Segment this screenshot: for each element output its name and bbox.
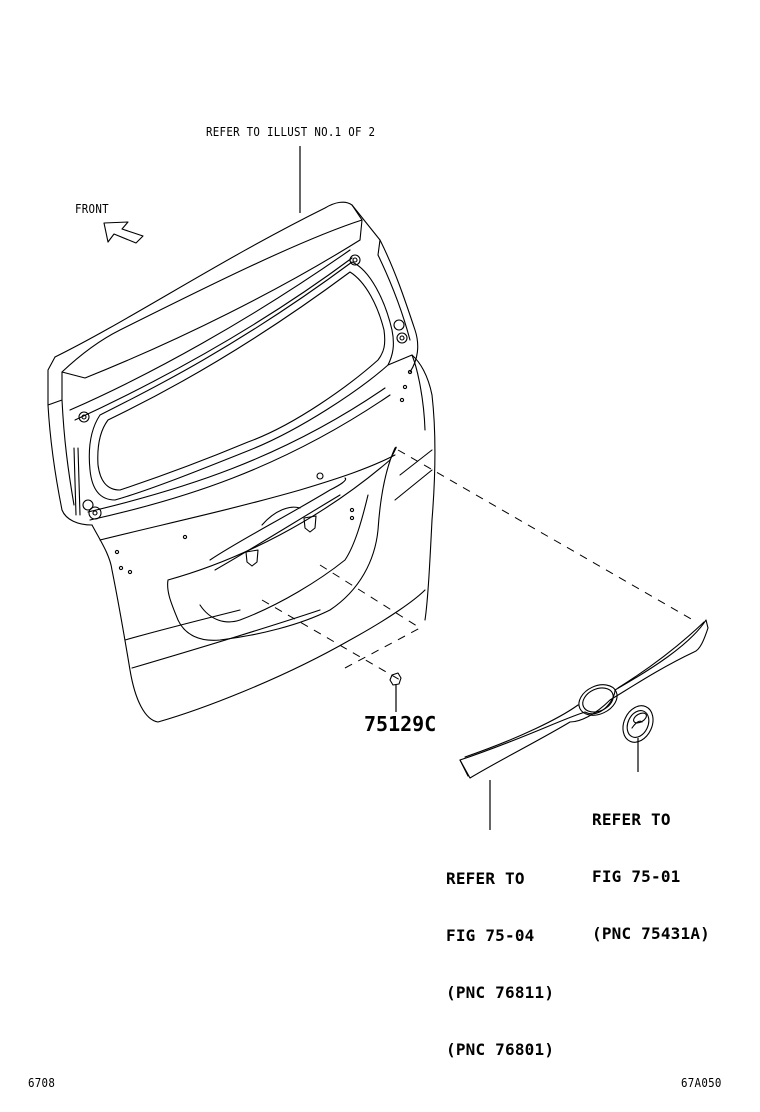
back-door-panel xyxy=(47,201,436,723)
garnish-reference[interactable]: REFER TO FIG 75-04 (PNC 76811) (PNC 7680… xyxy=(446,831,554,1078)
footer-right-code: 67A050 xyxy=(681,1076,722,1090)
emblem-reference[interactable]: REFER TO FIG 75-01 (PNC 75431A) xyxy=(592,772,710,962)
front-label: FRONT xyxy=(75,202,109,216)
garnish-ref-line3: (PNC 76811) xyxy=(446,983,555,1002)
emblem-ref-line2: FIG 75-01 xyxy=(592,867,681,886)
refer-illust-label: REFER TO ILLUST NO.1 OF 2 xyxy=(206,125,376,139)
alignment-dashes xyxy=(261,449,694,681)
toyota-emblem-icon xyxy=(622,705,654,772)
clip-75129c xyxy=(389,672,402,712)
garnish-ref-line4: (PNC 76801) xyxy=(446,1040,555,1059)
footer-left-code: 6708 xyxy=(28,1076,56,1090)
emblem-ref-line3: (PNC 75431A) xyxy=(592,924,710,943)
back-door-garnish xyxy=(459,619,709,830)
garnish-ref-line1: REFER TO xyxy=(446,869,525,888)
front-arrow-icon xyxy=(103,221,144,244)
garnish-ref-line2: FIG 75-04 xyxy=(446,926,535,945)
emblem-ref-line1: REFER TO xyxy=(592,810,671,829)
part-number-75129c[interactable]: 75129C xyxy=(364,712,437,736)
